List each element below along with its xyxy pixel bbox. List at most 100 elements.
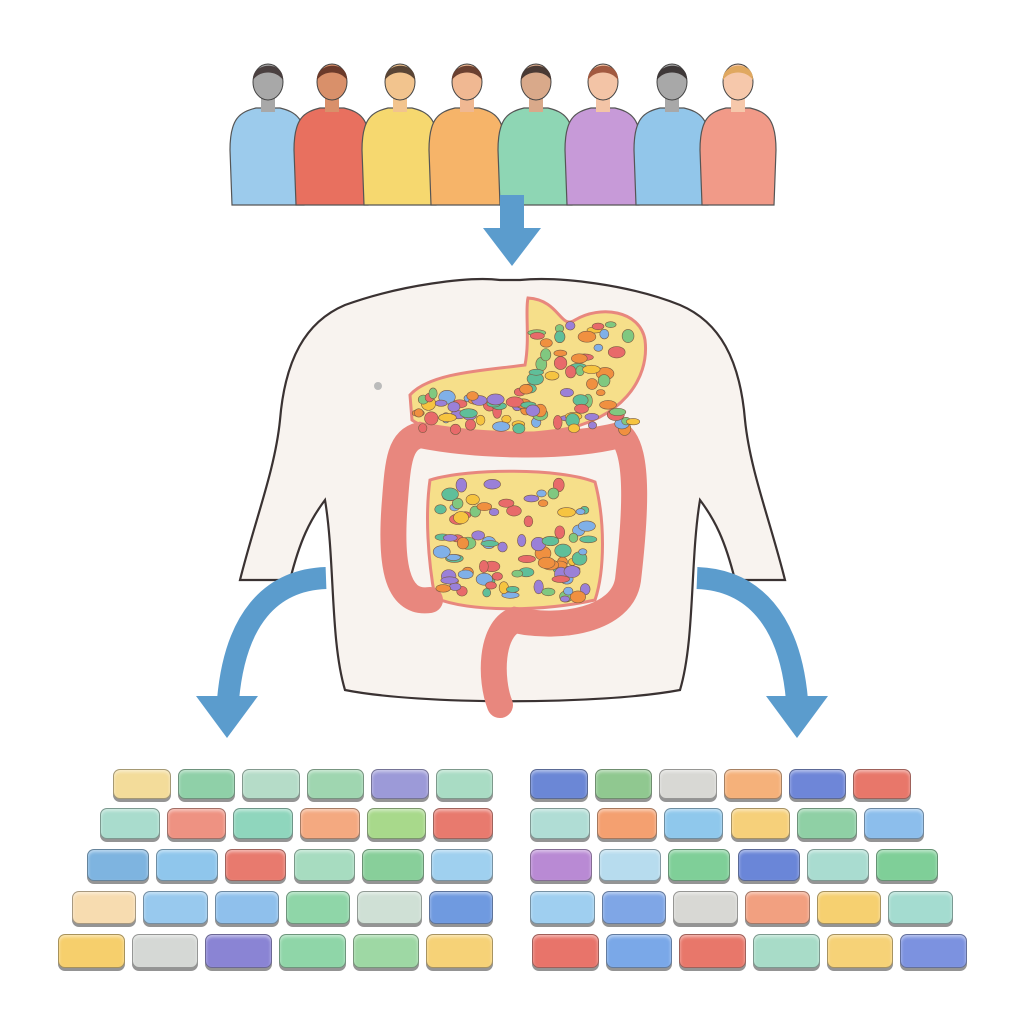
right-sample-tile: [724, 769, 782, 799]
person: [699, 63, 777, 206]
microbe: [579, 535, 598, 544]
left-sample-tile: [205, 934, 272, 968]
shirt: [564, 107, 642, 206]
right-sample-tile: [816, 891, 882, 924]
microbe: [565, 365, 577, 379]
person: [497, 63, 575, 206]
shirt: [428, 107, 506, 206]
microbe: [565, 321, 576, 331]
microbe: [604, 321, 617, 328]
microbe: [582, 364, 601, 374]
microbe: [465, 419, 476, 431]
left-sample-tile: [431, 849, 493, 881]
hair: [316, 65, 348, 80]
left-sample-tile: [155, 849, 218, 881]
left-sample-tile: [366, 808, 427, 839]
microbe: [569, 590, 586, 604]
right-sample-tile: [673, 891, 738, 924]
left-sample-tile: [293, 849, 356, 881]
microbe: [466, 391, 479, 401]
microbe: [483, 478, 501, 490]
right-sample-tile: [659, 769, 717, 799]
microbe: [447, 401, 461, 413]
microbe: [577, 330, 597, 343]
right-sample-tile: [530, 891, 595, 924]
microbe: [479, 560, 489, 573]
left-sample-tile: [100, 808, 160, 839]
microbe: [575, 508, 586, 515]
microbe: [424, 411, 439, 426]
microbe: [609, 407, 627, 416]
microbe: [506, 586, 520, 593]
microbe: [541, 536, 560, 547]
left-sample-tile: [72, 891, 137, 924]
microbe: [597, 374, 611, 388]
microbe: [540, 348, 552, 362]
microbe: [450, 423, 461, 435]
microbe: [599, 328, 610, 340]
microbe: [491, 572, 503, 581]
right-sample-tile: [826, 934, 894, 968]
microbe: [435, 584, 451, 593]
microbe: [517, 555, 536, 563]
right-sample-tile: [599, 849, 662, 881]
right-sample-tile: [797, 808, 858, 839]
microbe: [571, 353, 588, 364]
microbe: [457, 569, 474, 580]
microbe: [506, 505, 522, 517]
microbe: [434, 504, 447, 515]
microbe: [593, 343, 604, 352]
hair: [587, 65, 619, 80]
right-sample-tile: [594, 769, 653, 799]
right-sample-tile: [530, 849, 593, 881]
hair: [722, 65, 754, 80]
microbe: [586, 378, 598, 390]
left-sample-tile: [300, 808, 360, 839]
microbe: [485, 581, 497, 590]
left-sample-tile: [177, 769, 235, 799]
arrow-to-right-group: [696, 567, 828, 738]
microbe: [505, 396, 524, 408]
right-sample-tile: [605, 934, 673, 968]
microbe: [554, 525, 565, 539]
left-sample-tile: [233, 808, 293, 839]
microbe: [547, 487, 560, 500]
right-sample-tile: [788, 769, 847, 799]
microbe: [528, 368, 544, 376]
microbe: [453, 511, 469, 525]
microbe: [554, 543, 572, 558]
right-sample-tile: [888, 891, 953, 924]
microbe: [557, 507, 576, 518]
hair: [384, 65, 416, 80]
microbe: [529, 332, 545, 340]
left-sample-tile: [362, 849, 425, 881]
microbe: [536, 489, 547, 498]
person: [361, 63, 439, 206]
microbe: [492, 421, 511, 432]
left-sample-tile: [242, 769, 300, 799]
microbe: [523, 515, 534, 528]
microbe: [480, 540, 499, 547]
microbe: [418, 423, 428, 434]
microbe: [554, 330, 566, 344]
microbe: [574, 403, 589, 414]
microbe: [578, 548, 588, 556]
arrow-to-left-group: [196, 567, 327, 738]
microbe: [451, 497, 464, 510]
microbe: [440, 576, 459, 585]
left-sample-tile: [428, 891, 493, 924]
left-sample-tile: [131, 934, 199, 968]
right-sample-tile: [668, 849, 731, 881]
microbe: [442, 534, 458, 542]
microbe: [588, 421, 597, 430]
microbe: [621, 329, 635, 343]
left-sample-tile: [371, 769, 429, 799]
digestive-tract: [380, 296, 648, 718]
microbe: [517, 534, 527, 547]
microbe: [577, 520, 596, 532]
microbe: [432, 545, 451, 559]
microbe: [498, 498, 515, 508]
microbe: [551, 575, 570, 583]
right-sample-tile: [730, 808, 791, 839]
